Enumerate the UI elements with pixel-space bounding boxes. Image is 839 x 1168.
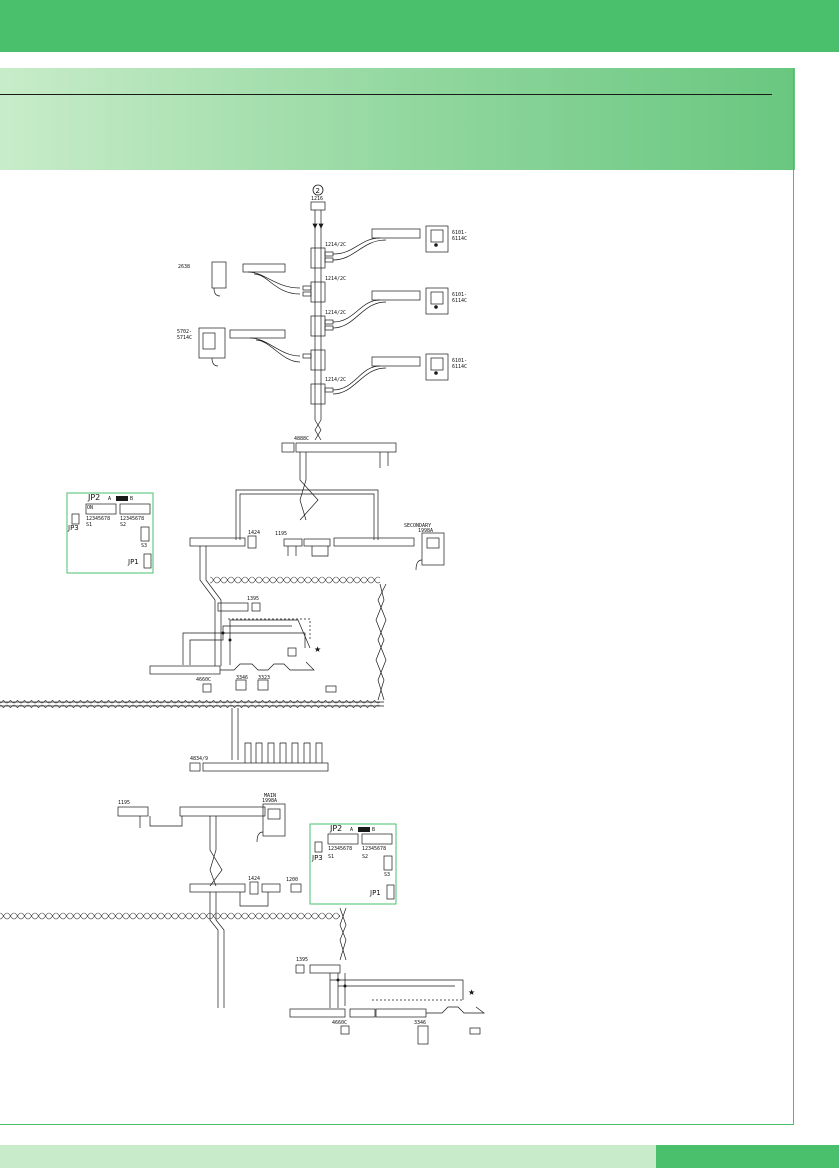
strip-4660c-top bbox=[149, 665, 221, 675]
label-s3-bottom: S3 bbox=[384, 872, 390, 878]
label-jp1-bottom: JP1 bbox=[369, 889, 381, 897]
star-top: ★ bbox=[314, 645, 321, 654]
header-rule bbox=[0, 94, 772, 95]
label-s1-bottom: S1 bbox=[328, 854, 334, 860]
connector-1216 bbox=[310, 201, 326, 211]
strip-upper bbox=[189, 535, 415, 557]
jp-box-bottom bbox=[309, 823, 397, 905]
label-main: MAIN bbox=[264, 793, 276, 799]
label-1195-bottom: 1195 bbox=[118, 800, 130, 806]
label-1424-bottom: 1424 bbox=[248, 876, 260, 882]
label-3346-top: 3346 bbox=[236, 675, 248, 681]
jp-box-top bbox=[66, 492, 154, 574]
label-on-top: ON bbox=[87, 505, 93, 511]
label-b-bottom: B bbox=[372, 827, 375, 833]
top-color-bar bbox=[0, 0, 839, 52]
label-s2-top: S2 bbox=[120, 522, 126, 528]
label-dips-bottom-1: 12345678 bbox=[328, 846, 352, 852]
circle-ref: 2 bbox=[316, 187, 320, 195]
label-dips-top-1: 12345678 bbox=[86, 516, 110, 522]
label-dips-bottom-2: 12345678 bbox=[362, 846, 386, 852]
relay-1395-top bbox=[217, 602, 249, 612]
label-s2-bottom: S2 bbox=[362, 854, 368, 860]
label-4660c-bottom: 4660C bbox=[332, 1020, 347, 1026]
label-jp3-top: JP3 bbox=[67, 524, 79, 532]
label-riser-1: 1214/2C bbox=[325, 242, 346, 248]
label-1395-bottom: 1395 bbox=[296, 957, 308, 963]
diagram-frame bbox=[0, 68, 794, 1125]
label-a-top: A bbox=[108, 496, 111, 502]
label-4888c: 4888C bbox=[294, 436, 309, 442]
label-s1-top: S1 bbox=[86, 522, 92, 528]
star-bottom: ★ bbox=[468, 988, 475, 997]
entrance-panel-secondary bbox=[415, 532, 445, 571]
label-riser-3: 1214/2C bbox=[325, 310, 346, 316]
footer-bar-light bbox=[0, 1145, 656, 1168]
monitor-units bbox=[425, 225, 449, 381]
label-riser-4: 1214/2C bbox=[325, 377, 346, 383]
label-jp2-top: JP2 bbox=[87, 493, 100, 502]
label-1424-top: 1424 bbox=[248, 530, 260, 536]
label-monitor-1: 6101-6114C bbox=[452, 230, 467, 242]
entrance-panel-main bbox=[256, 803, 286, 843]
label-s3-top: S3 bbox=[141, 543, 147, 549]
label-1216: 1216 bbox=[311, 196, 323, 202]
label-4660c-top: 4660C bbox=[196, 677, 211, 683]
label-dips-top-2: 12345678 bbox=[120, 516, 144, 522]
footer-bar-dark bbox=[656, 1145, 839, 1168]
label-5702: 5702-5714C bbox=[177, 329, 192, 341]
monitor-strips bbox=[332, 228, 421, 395]
label-monitor-3: 6101-6114C bbox=[452, 358, 467, 370]
label-riser-2: 1214/2C bbox=[325, 276, 346, 282]
header-band bbox=[0, 68, 795, 170]
label-b-top: B bbox=[130, 496, 133, 502]
top-riser bbox=[314, 210, 322, 441]
strip-4888c bbox=[281, 442, 397, 468]
label-1998a-main: 1998A bbox=[262, 798, 277, 804]
monitor-5702 bbox=[198, 327, 301, 367]
handset-2638 bbox=[211, 261, 301, 297]
strip-lower bbox=[189, 883, 246, 893]
label-a-bottom: A bbox=[350, 827, 353, 833]
label-monitor-2: 6101-6114C bbox=[452, 292, 467, 304]
label-3323-top: 3323 bbox=[258, 675, 270, 681]
label-jp1-top: JP1 bbox=[127, 558, 139, 566]
label-1195-top: 1195 bbox=[275, 531, 287, 537]
strip-4660c-bottom bbox=[289, 1008, 346, 1018]
label-jp2-bottom: JP2 bbox=[329, 824, 342, 833]
strip-4834 bbox=[189, 742, 329, 772]
label-1200: 1200 bbox=[286, 877, 298, 883]
label-1998a-secondary: 1998A bbox=[418, 528, 433, 534]
label-jp3-bottom: JP3 bbox=[311, 854, 323, 862]
label-3346-bottom: 3346 bbox=[414, 1020, 426, 1026]
label-1395-top: 1395 bbox=[247, 596, 259, 602]
label-2638: 2638 bbox=[178, 264, 190, 270]
label-secondary: SECONDARY bbox=[404, 523, 431, 529]
label-4834-9: 4834/9 bbox=[190, 756, 208, 762]
